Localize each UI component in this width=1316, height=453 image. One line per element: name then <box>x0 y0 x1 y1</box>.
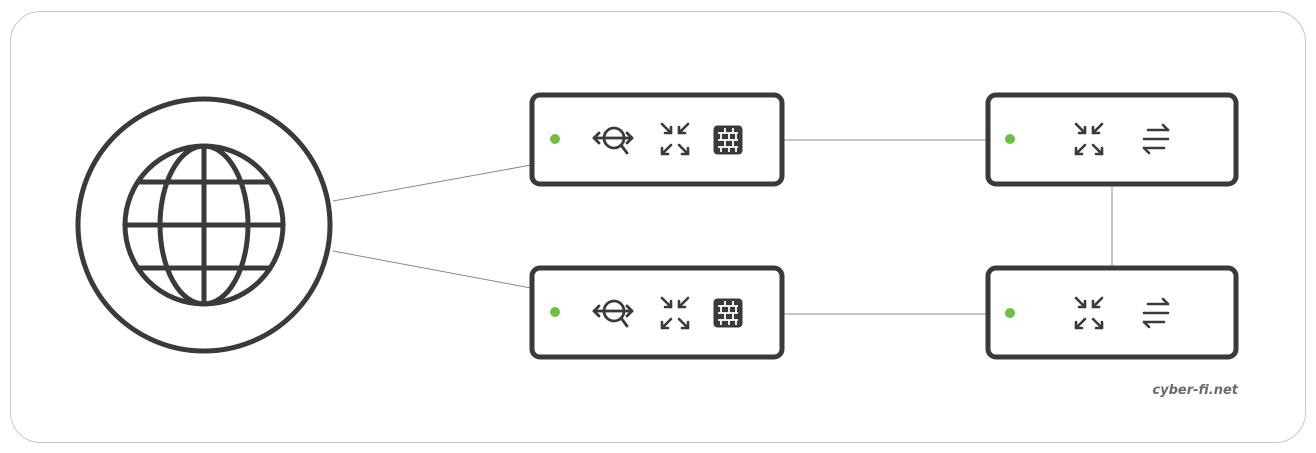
diagram-frame <box>10 11 1306 443</box>
globe-icon <box>122 143 286 307</box>
internet-node <box>75 96 333 354</box>
link-internet-to-firewall-bottom <box>332 250 532 289</box>
switch-device-bottom[interactable] <box>985 265 1239 360</box>
status-led <box>550 134 560 144</box>
device-box <box>529 92 785 187</box>
status-led <box>1005 134 1015 144</box>
link-internet-to-firewall-top <box>332 164 532 202</box>
footer-credit: cyber-fi.net <box>1152 383 1238 398</box>
firewall-device-top[interactable] <box>529 92 785 187</box>
switching-icon <box>1142 297 1170 329</box>
status-led <box>550 307 560 317</box>
device-box <box>529 265 785 360</box>
device-box <box>985 92 1239 187</box>
firewall-icon <box>712 297 744 329</box>
device-box <box>985 265 1239 360</box>
switching-icon <box>1142 123 1170 155</box>
firewall-device-bottom[interactable] <box>529 265 785 360</box>
firewall-icon <box>712 124 744 156</box>
status-led <box>1005 308 1015 318</box>
switch-device-top[interactable] <box>985 92 1239 187</box>
